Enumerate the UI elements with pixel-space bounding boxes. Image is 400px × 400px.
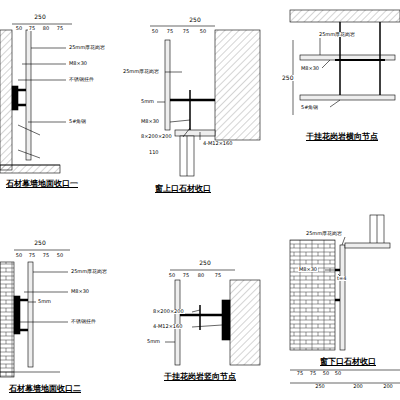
dimension-text: 50 [15, 26, 23, 31]
dimension-text: 50 [199, 29, 207, 34]
annotation-text: M8×30 [68, 61, 88, 66]
annotation-text: M8×30 [140, 119, 160, 124]
annotation-text: 25mm厚花岗岩 [68, 45, 106, 50]
annotation-text: 110 [148, 150, 160, 155]
annotation-text: t=4 [336, 276, 347, 281]
annotation-text: M8×30 [70, 289, 90, 294]
annotation-text: 25mm厚花岗岩 [70, 269, 108, 274]
detail-title: 干挂花岗岩竖向节点 [163, 373, 237, 381]
dimension-text: 250 [314, 384, 326, 389]
dimension-text: 75 [42, 253, 50, 258]
annotation-text: 4-M12×160 [152, 324, 183, 329]
dimension-text: 250 [33, 14, 46, 20]
annotation-text: 5mm [140, 99, 155, 104]
dimension-text: 250 [198, 260, 211, 266]
dimension-text: 75 [28, 253, 36, 258]
dimension-text: 80 [197, 273, 205, 278]
annotation-text: 5mm [37, 299, 52, 304]
dimension-text: 75 [309, 371, 317, 376]
dimension-text: 75 [182, 29, 190, 34]
dimension-text: 75 [28, 26, 36, 31]
annotation-text: 25mm厚花岗岩 [305, 231, 343, 236]
dimension-text: 50 [56, 253, 64, 258]
annotation-text: 8×200×200 [152, 309, 185, 314]
dimension-text: 200 [382, 384, 394, 389]
annotation-text: 25mm厚花岗岩 [122, 69, 160, 74]
dimension-text: 50 [334, 371, 342, 376]
dimension-text: 80 [42, 26, 50, 31]
detail-title: 窗下口石材收口 [319, 358, 377, 366]
dimension-text: 75 [296, 371, 304, 376]
annotation-text: 5#角钢 [300, 105, 319, 110]
dimension-text: 200 [352, 384, 364, 389]
dimension-text: 50 [15, 253, 23, 258]
annotation-text: 不锈钢挂件 [70, 319, 97, 324]
annotation-text: 8×200×200 [140, 134, 173, 139]
annotation-text: 25mm厚花岗岩 [318, 32, 356, 37]
dimension-text: 75 [214, 273, 222, 278]
dimension-text: 75 [182, 273, 190, 278]
detail-title: 石材幕墙地面收口一 [5, 180, 79, 188]
annotation-text: 5mm [146, 339, 161, 344]
annotation-text: M8×30 [300, 66, 320, 71]
dimension-text: 75 [166, 29, 174, 34]
annotation-text: 不锈钢挂件 [68, 77, 95, 82]
detail-title: 石材幕墙地面收口二 [8, 385, 82, 393]
dimension-text: 250 [188, 17, 201, 23]
dimension-text: 250 [33, 240, 46, 246]
annotation-text: 250 [281, 75, 294, 81]
detail-title: 干挂花岗岩横向节点 [305, 133, 379, 141]
dimension-text: 75 [56, 26, 64, 31]
dimension-text: 50 [151, 29, 159, 34]
dimension-text: 50 [322, 371, 330, 376]
detail-title: 窗上口石材收口 [154, 185, 212, 193]
annotation-text: 4-M12×160 [202, 141, 233, 146]
annotation-text: 5#角钢 [68, 119, 87, 124]
annotation-text: M8×30 [298, 267, 318, 272]
dimension-text: 50 [168, 273, 176, 278]
